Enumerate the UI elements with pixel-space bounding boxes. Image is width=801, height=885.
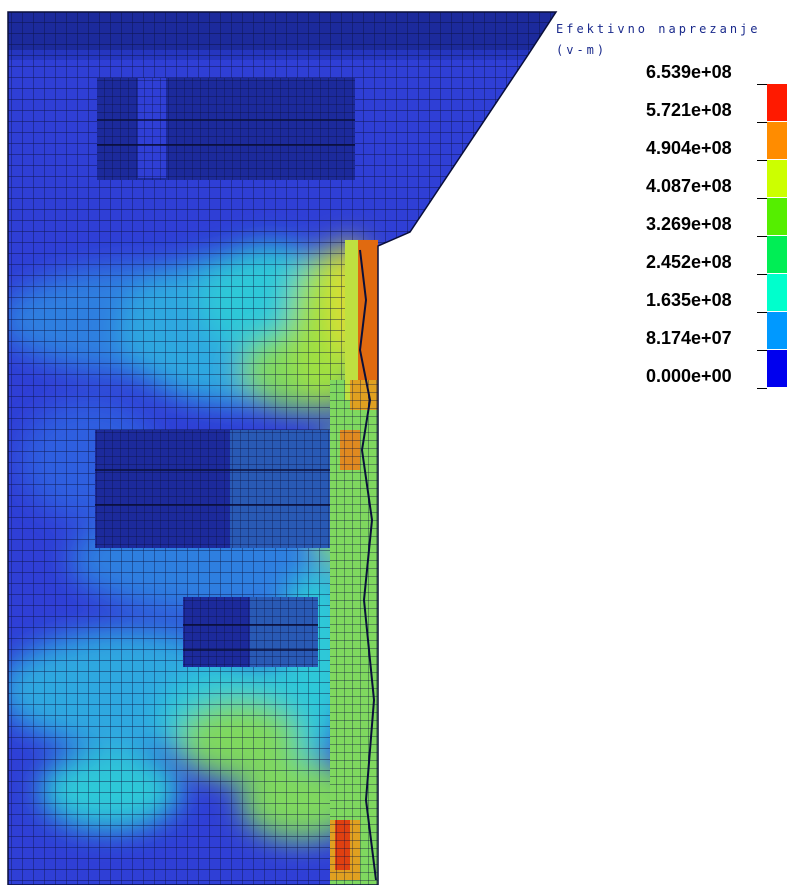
lower-pocket [183, 597, 318, 667]
legend-tick [757, 274, 767, 275]
legend-swatch [767, 312, 787, 349]
legend-label: 2.452e+08 [646, 252, 732, 272]
legend-unit: (v-m) [556, 43, 608, 57]
middle-pocket [95, 430, 335, 548]
legend-title: Efektivno naprezanje [556, 22, 761, 36]
upper-pocket [97, 78, 355, 180]
legend-swatch [767, 350, 787, 387]
legend-swatch [767, 122, 787, 159]
legend-label: 3.269e+08 [646, 214, 732, 234]
legend-tick [757, 160, 767, 161]
part-outline [7, 11, 558, 885]
fracture-edge [330, 240, 378, 885]
legend-label: 4.087e+08 [646, 176, 732, 196]
legend-label: 0.000e+00 [646, 366, 732, 386]
legend-tick [757, 122, 767, 123]
legend-swatch [767, 198, 787, 235]
legend-swatch [767, 274, 787, 311]
legend-label: 5.721e+08 [646, 100, 732, 120]
legend-tick [757, 84, 767, 85]
legend-tick [757, 312, 767, 313]
legend-tick [757, 350, 767, 351]
legend-tick [757, 198, 767, 199]
legend-label: 6.539e+08 [646, 62, 732, 82]
legend-swatch [767, 236, 787, 273]
legend-tick [757, 388, 767, 389]
legend-label: 1.635e+08 [646, 290, 732, 310]
legend-label: 4.904e+08 [646, 138, 732, 158]
legend-label: 8.174e+07 [646, 328, 732, 348]
legend-tick [757, 236, 767, 237]
legend-swatch [767, 160, 787, 197]
legend-swatch [767, 84, 787, 121]
